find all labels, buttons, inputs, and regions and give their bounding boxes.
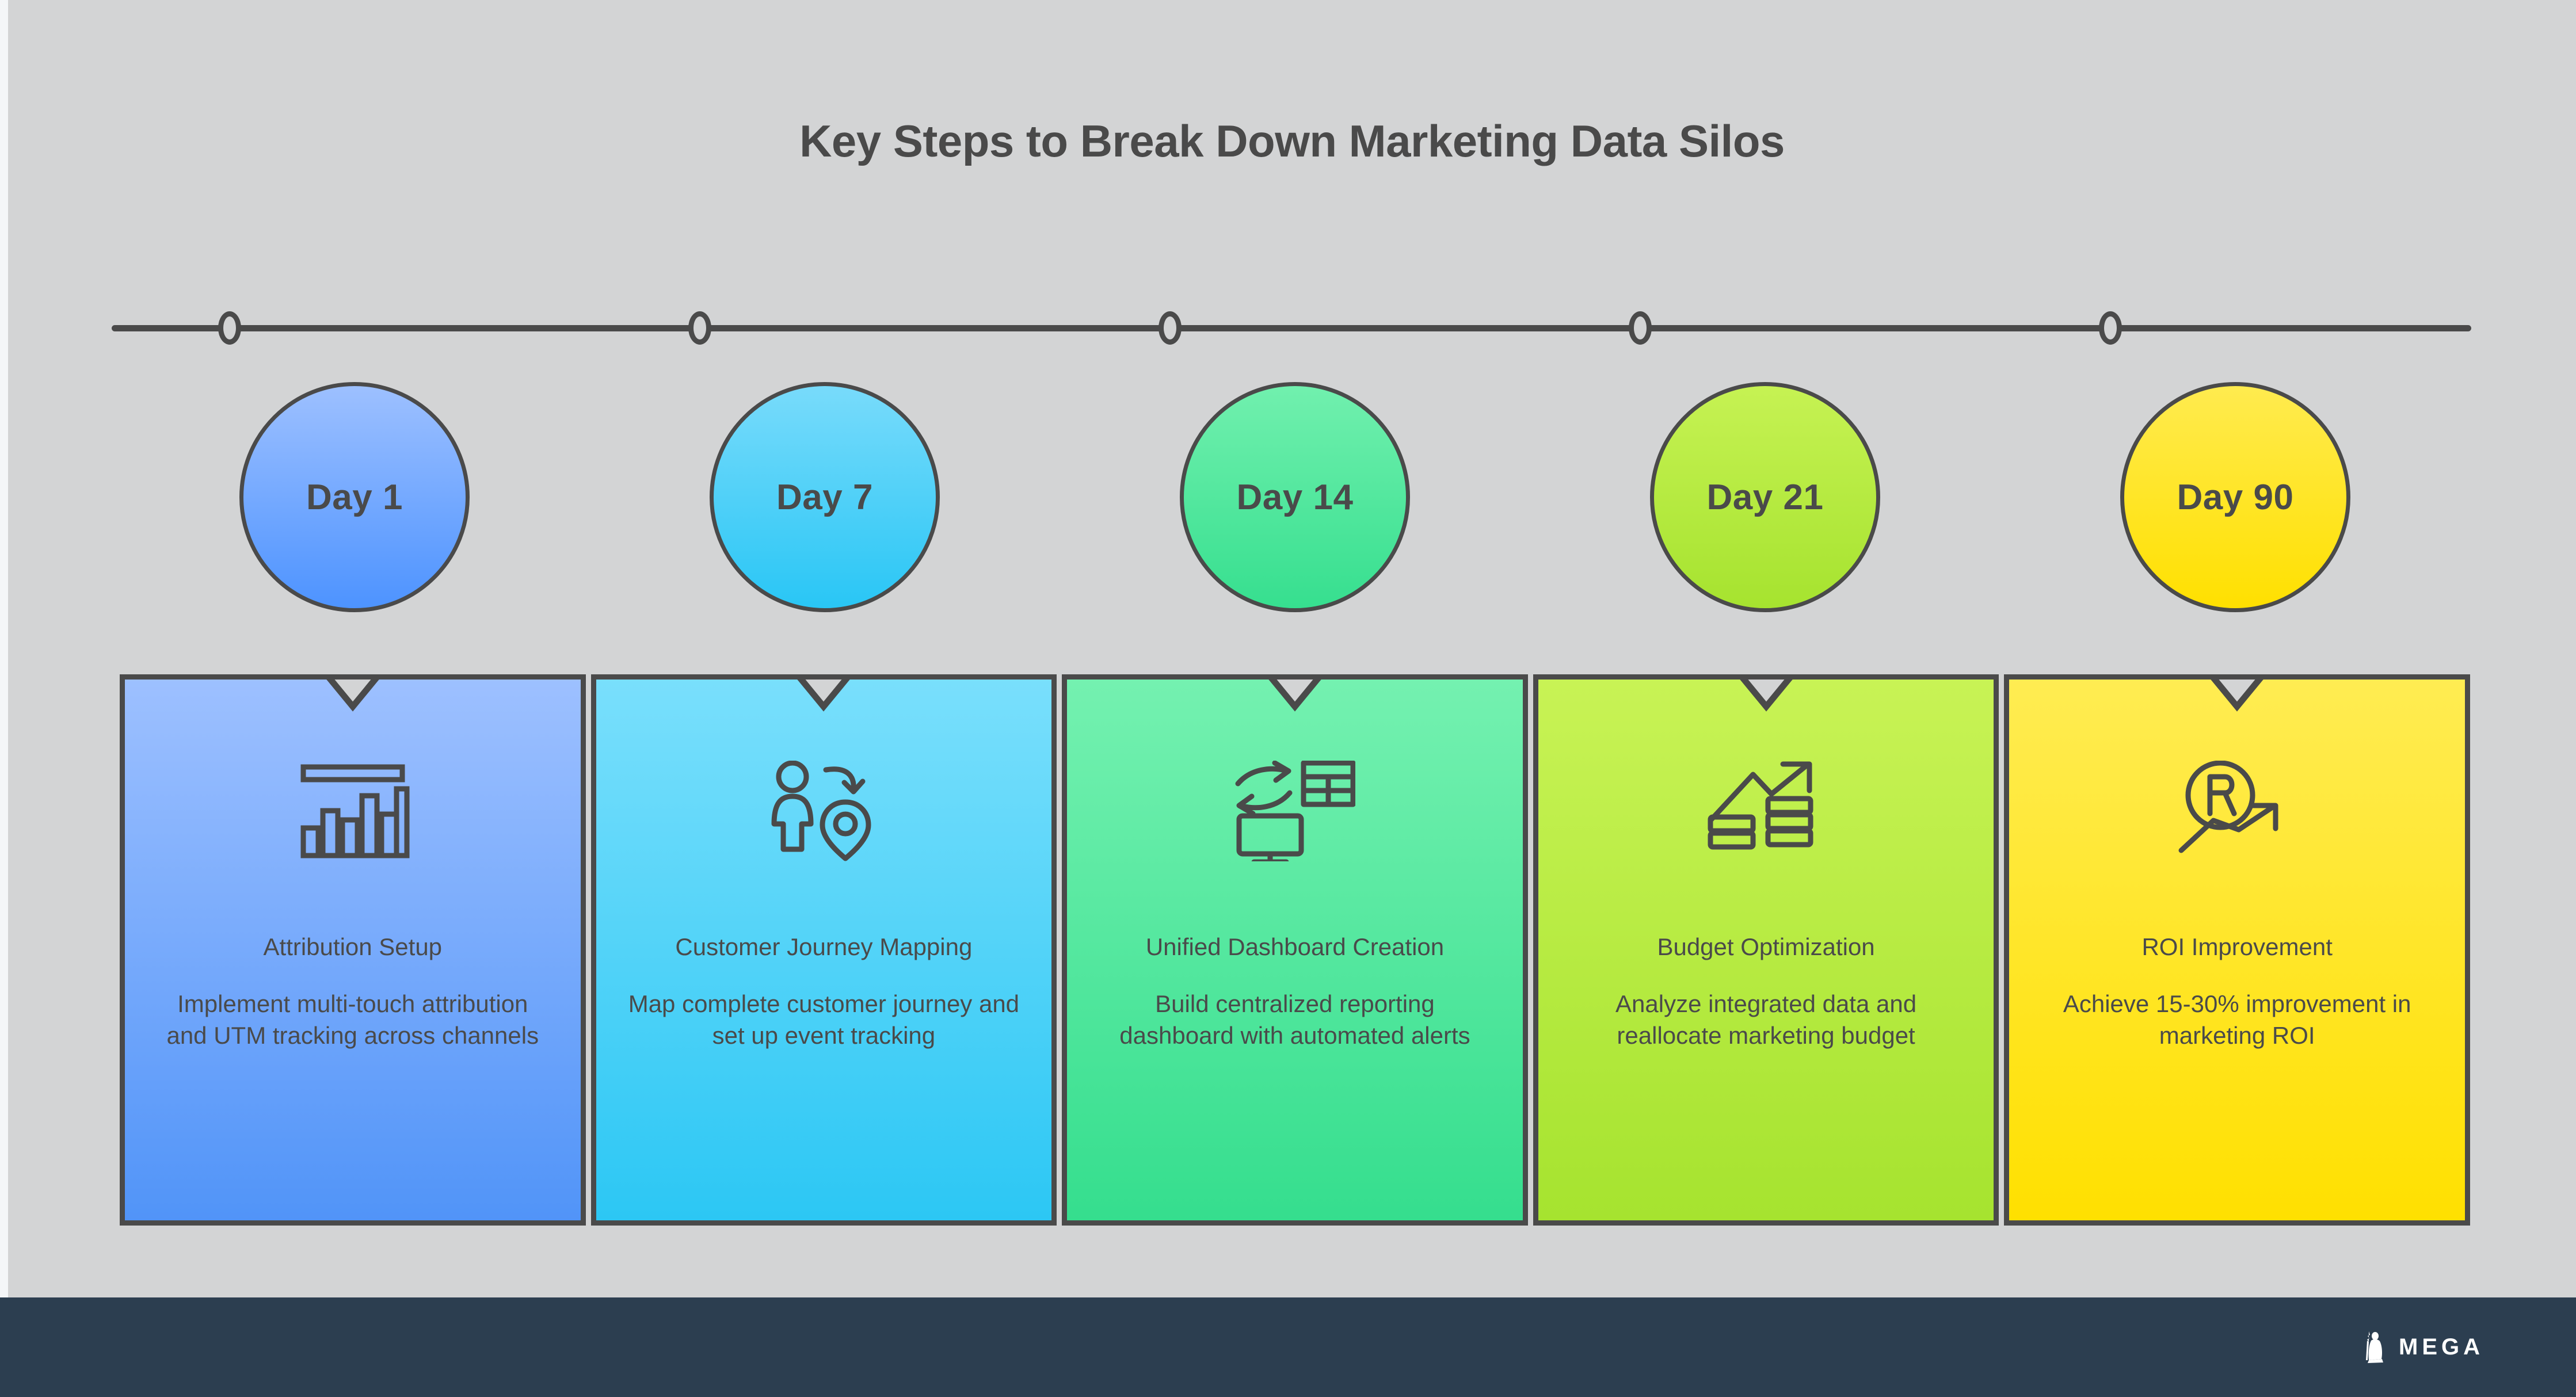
bar-chart-icon xyxy=(278,753,428,868)
step-card-1[interactable]: Attribution Setup Implement multi-touch … xyxy=(120,674,586,1226)
day-circle-2[interactable]: Day 7 xyxy=(710,382,940,612)
card-title: ROI Improvement xyxy=(2141,933,2333,960)
timeline-marker[interactable] xyxy=(1629,311,1652,345)
card-description: Build centralized reporting dashboard wi… xyxy=(1119,990,1470,1049)
card-title: Customer Journey Mapping xyxy=(675,933,973,960)
card-description: Analyze integrated data and reallocate m… xyxy=(1615,990,1917,1049)
brand-logo[interactable]: MEGA xyxy=(2360,1330,2484,1365)
timeline-marker[interactable] xyxy=(218,311,241,345)
step-card-4[interactable]: Budget Optimization Analyze integrated d… xyxy=(1533,674,1999,1226)
footer-bar: MEGA xyxy=(0,1297,2576,1397)
day-circle-5[interactable]: Day 90 xyxy=(2120,382,2350,612)
day-circle-label: Day 7 xyxy=(776,477,873,517)
page-title: Key Steps to Break Down Marketing Data S… xyxy=(799,116,1785,166)
card-title: Attribution Setup xyxy=(263,933,443,960)
timeline-marker[interactable] xyxy=(2099,311,2122,345)
monitor-table-sync-icon xyxy=(1220,753,1370,868)
step-cards-row: Attribution Setup Implement multi-touch … xyxy=(120,674,2470,1226)
day-circle-1[interactable]: Day 1 xyxy=(239,382,470,612)
infographic-canvas: Key Steps to Break Down Marketing Data S… xyxy=(8,0,2576,1297)
person-location-pin-icon xyxy=(749,753,898,868)
step-card-2[interactable]: Customer Journey Mapping Map complete cu… xyxy=(590,674,1057,1226)
day-circle-label: Day 14 xyxy=(1236,477,1354,517)
day-circle-4[interactable]: Day 21 xyxy=(1650,382,1880,612)
card-description: Achieve 15-30% improvement in marketing … xyxy=(2063,990,2411,1049)
card-description: Implement multi-touch attribution and UT… xyxy=(166,990,539,1049)
roi-arrow-icon xyxy=(2162,753,2312,868)
day-circle-label: Day 90 xyxy=(2177,477,2294,517)
card-notch xyxy=(2197,680,2277,719)
timeline xyxy=(112,311,2471,345)
growth-arrow-coins-icon xyxy=(1691,753,1841,868)
step-card-3[interactable]: Unified Dashboard Creation Build central… xyxy=(1062,674,1528,1226)
day-circle-row: Day 1 Day 7 Day 14 Day 21 Day 90 xyxy=(120,382,2470,612)
card-notch xyxy=(1726,680,1807,719)
card-description: Map complete customer journey and set up… xyxy=(628,990,1020,1049)
card-notch xyxy=(1255,680,1335,719)
card-notch xyxy=(313,680,393,719)
day-circle-3[interactable]: Day 14 xyxy=(1180,382,1410,612)
timeline-marker[interactable] xyxy=(688,311,711,345)
card-title: Budget Optimization xyxy=(1657,933,1875,960)
step-card-5[interactable]: ROI Improvement Achieve 15-30% improveme… xyxy=(2004,674,2470,1226)
timeline-rail xyxy=(112,325,2471,331)
brand-name: MEGA xyxy=(2399,1334,2484,1360)
mega-figure-icon xyxy=(2366,1331,2383,1363)
card-notch xyxy=(783,680,864,719)
day-circle-label: Day 21 xyxy=(1706,477,1824,517)
day-circle-label: Day 1 xyxy=(306,477,403,517)
timeline-marker[interactable] xyxy=(1159,311,1182,345)
card-title: Unified Dashboard Creation xyxy=(1145,933,1445,960)
